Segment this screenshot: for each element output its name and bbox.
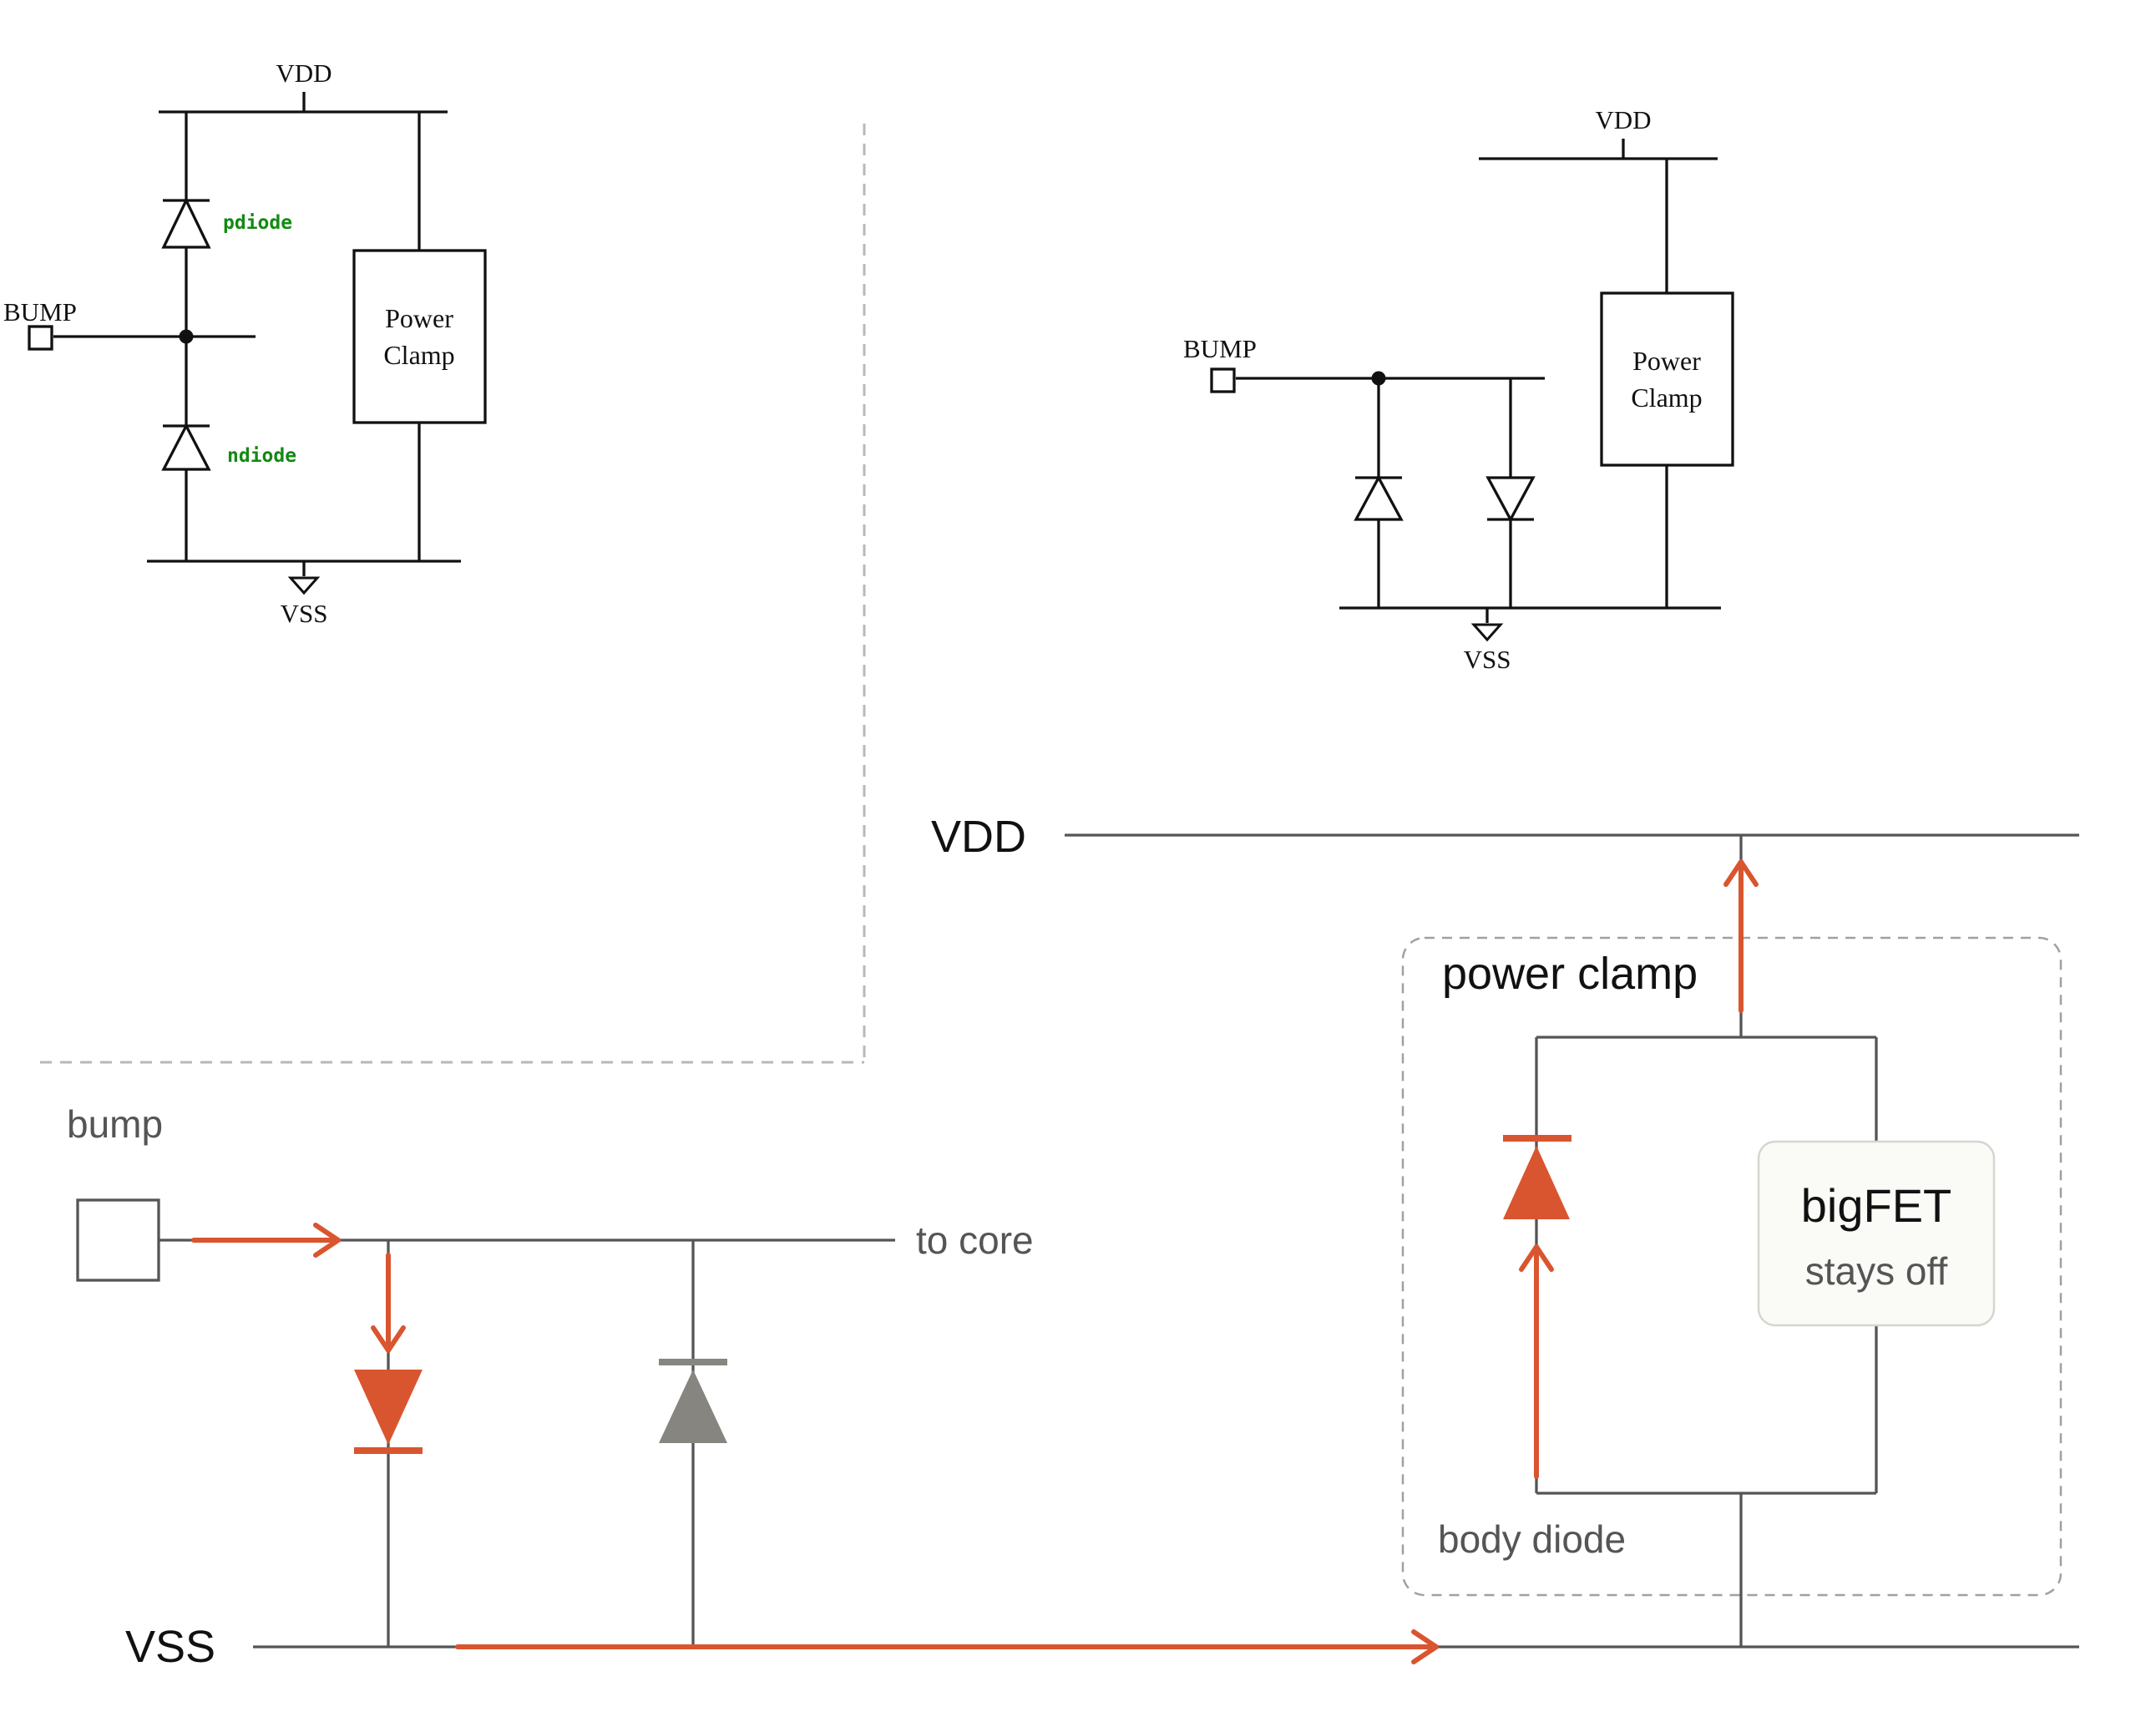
pdiode-icon [161,197,211,249]
bigfet-box [1757,1140,1996,1327]
right-diode-1-icon [1354,474,1404,521]
pdiode-label: pdiode [223,212,292,234]
arrowhead-icon [1411,1629,1439,1664]
vss-label: VSS [125,1622,215,1672]
right-clamp-text-1: Power [1632,346,1701,376]
right-ground-icon [1470,623,1504,642]
power-clamp-label: power clamp [1442,949,1698,999]
right-clamp-text-2: Clamp [1631,382,1702,413]
left-power-clamp-box [352,249,487,424]
bigfet-title: bigFET [1801,1179,1952,1232]
arrowhead-icon [1723,859,1759,887]
right-diode-2-icon [1485,476,1536,523]
current-path-diagram: VDD VSS bump to core power clamp [67,812,2079,1672]
to-core-label: to core [916,1218,1034,1262]
inactive-diode-icon [659,1359,727,1443]
right-power-clamp-box [1600,291,1734,467]
current-arrows [191,859,1759,1664]
bump-pad [76,1198,160,1282]
left-bump-pad [28,325,53,351]
left-clamp-text-2: Clamp [383,340,454,370]
left-bump-label: BUMP [3,297,77,327]
ndiode-icon [161,423,211,471]
left-clamp-text-1: Power [385,303,453,333]
left-vss-label: VSS [281,599,328,628]
left-vdd-label: VDD [276,58,331,88]
bigfet-subtitle: stays off [1805,1249,1948,1293]
ndiode-label: ndiode [227,445,296,467]
arrowhead-icon [1519,1244,1554,1272]
panel-dividers [40,124,866,1064]
arrowhead-icon [313,1223,341,1258]
left-ground-icon [287,576,321,595]
bump-label: bump [67,1102,163,1146]
power-clamp-group [1401,936,2062,1597]
right-bump-label: BUMP [1183,334,1257,363]
schematic-left: VDD pdiode BUMP ndiode Power Clamp [3,58,487,628]
right-bump-pad [1210,367,1236,393]
right-vdd-label: VDD [1595,105,1651,134]
right-vss-label: VSS [1464,645,1511,674]
active-diode-icon [354,1370,423,1454]
schematic-right: VDD Power Clamp BUMP VSS [1183,105,1734,674]
body-diode-icon [1503,1135,1571,1219]
arrowhead-icon [371,1325,406,1353]
vdd-label: VDD [931,812,1026,862]
body-diode-label: body diode [1438,1517,1626,1561]
